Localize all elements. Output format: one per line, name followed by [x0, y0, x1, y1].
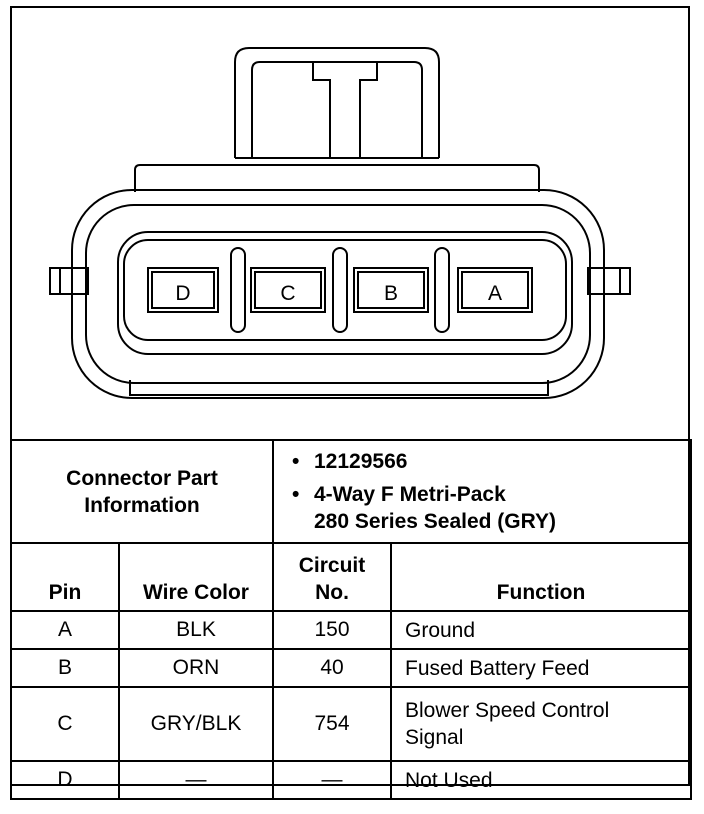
- right-side-latch: [587, 267, 631, 295]
- pin-separator: [434, 247, 450, 333]
- pin-slot-a: [457, 267, 533, 313]
- lower-rail: [129, 380, 549, 396]
- cell-function: Blower Speed Control Signal: [389, 686, 693, 762]
- pin-label-a: A: [488, 282, 502, 305]
- cell-function: Not Used: [389, 760, 693, 800]
- pin-separator: [332, 247, 348, 333]
- cell-pin: C: [10, 686, 120, 762]
- header-circuit: Circuit No.: [272, 542, 392, 612]
- cell-wire-color: GRY/BLK: [118, 686, 274, 762]
- table-row: A BLK 150 Ground: [10, 610, 693, 650]
- left-side-latch: [49, 267, 89, 295]
- table-header-row: Pin Wire Color Circuit No. Function: [10, 542, 693, 612]
- upper-rail: [134, 164, 540, 192]
- table-row: D — — Not Used: [10, 760, 693, 800]
- cell-function: Fused Battery Feed: [389, 648, 693, 688]
- header-function: Function: [389, 542, 693, 612]
- cell-pin: D: [10, 760, 120, 800]
- pin-slot-c: [250, 267, 326, 313]
- cell-wire-color: —: [118, 760, 274, 800]
- connector-table: Connector Part Information • 12129566 • 4-…: [10, 439, 693, 800]
- cell-function: Ground: [389, 610, 693, 650]
- bullet-icon: •: [292, 450, 300, 473]
- pin-label-d: D: [175, 282, 190, 305]
- pin-cavity-area: [117, 231, 573, 355]
- locking-tab: [234, 47, 440, 158]
- pin-slot-b: [353, 267, 429, 313]
- cell-circuit: —: [272, 760, 392, 800]
- pin-slot-d: [147, 267, 219, 313]
- cell-wire-color: ORN: [118, 648, 274, 688]
- header-wire-color: Wire Color: [118, 542, 274, 612]
- cell-pin: A: [10, 610, 120, 650]
- connector-description: 4-Way F Metri-Pack: [314, 483, 506, 506]
- connector-drawing: D C B A: [49, 47, 631, 399]
- connector-part-details: • 12129566 • 4-Way F Metri-Pack 280 Series…: [271, 439, 693, 544]
- pin-separator: [230, 247, 246, 333]
- table-row: B ORN 40 Fused Battery Feed: [10, 648, 693, 688]
- pin-label-b: B: [384, 282, 398, 305]
- cell-wire-color: BLK: [118, 610, 274, 650]
- cell-circuit: 754: [272, 686, 392, 762]
- pin-label-c: C: [280, 282, 295, 305]
- connector-part-label: Connector Part Information: [10, 439, 274, 544]
- table-row: C GRY/BLK 754 Blower Speed Control Signa…: [10, 686, 693, 762]
- part-number: 12129566: [314, 450, 408, 473]
- cell-circuit: 40: [272, 648, 392, 688]
- cell-circuit: 150: [272, 610, 392, 650]
- header-pin: Pin: [10, 542, 120, 612]
- bullet-icon: •: [292, 483, 300, 506]
- tab-t-latch: [312, 62, 378, 159]
- cell-pin: B: [10, 648, 120, 688]
- locking-tab-inner: [251, 61, 423, 158]
- connector-part-row: Connector Part Information • 12129566 • 4-…: [10, 439, 693, 544]
- connector-description-cont: 280 Series Sealed (GRY): [314, 510, 557, 533]
